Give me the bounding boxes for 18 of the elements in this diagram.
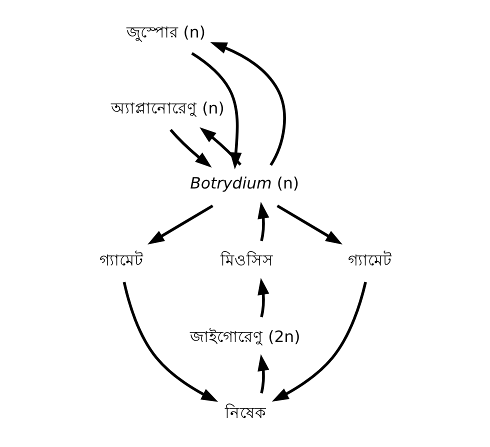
arrow (170, 128, 212, 168)
arrow (258, 354, 270, 394)
arrow (276, 204, 342, 245)
node-text: গ্যামেট (99, 250, 144, 270)
node-text: জুস্পোর (n) (126, 22, 206, 42)
arrow (148, 204, 214, 245)
node-text: মিওসিস (220, 250, 274, 270)
node-text: অ্যাপ্লানোরেণু (n) (111, 98, 224, 118)
arrow (272, 282, 367, 402)
node-text: Botrydium (n) (190, 173, 299, 192)
node-text: জাইগোরেণু (2n) (190, 326, 300, 346)
node-text: গ্যামেট (348, 250, 392, 270)
node-text: নিষেক (224, 402, 266, 422)
arrow (200, 127, 242, 166)
arrow (210, 42, 286, 166)
arrow (258, 202, 270, 242)
arrow (122, 282, 218, 402)
arrow (258, 278, 270, 318)
